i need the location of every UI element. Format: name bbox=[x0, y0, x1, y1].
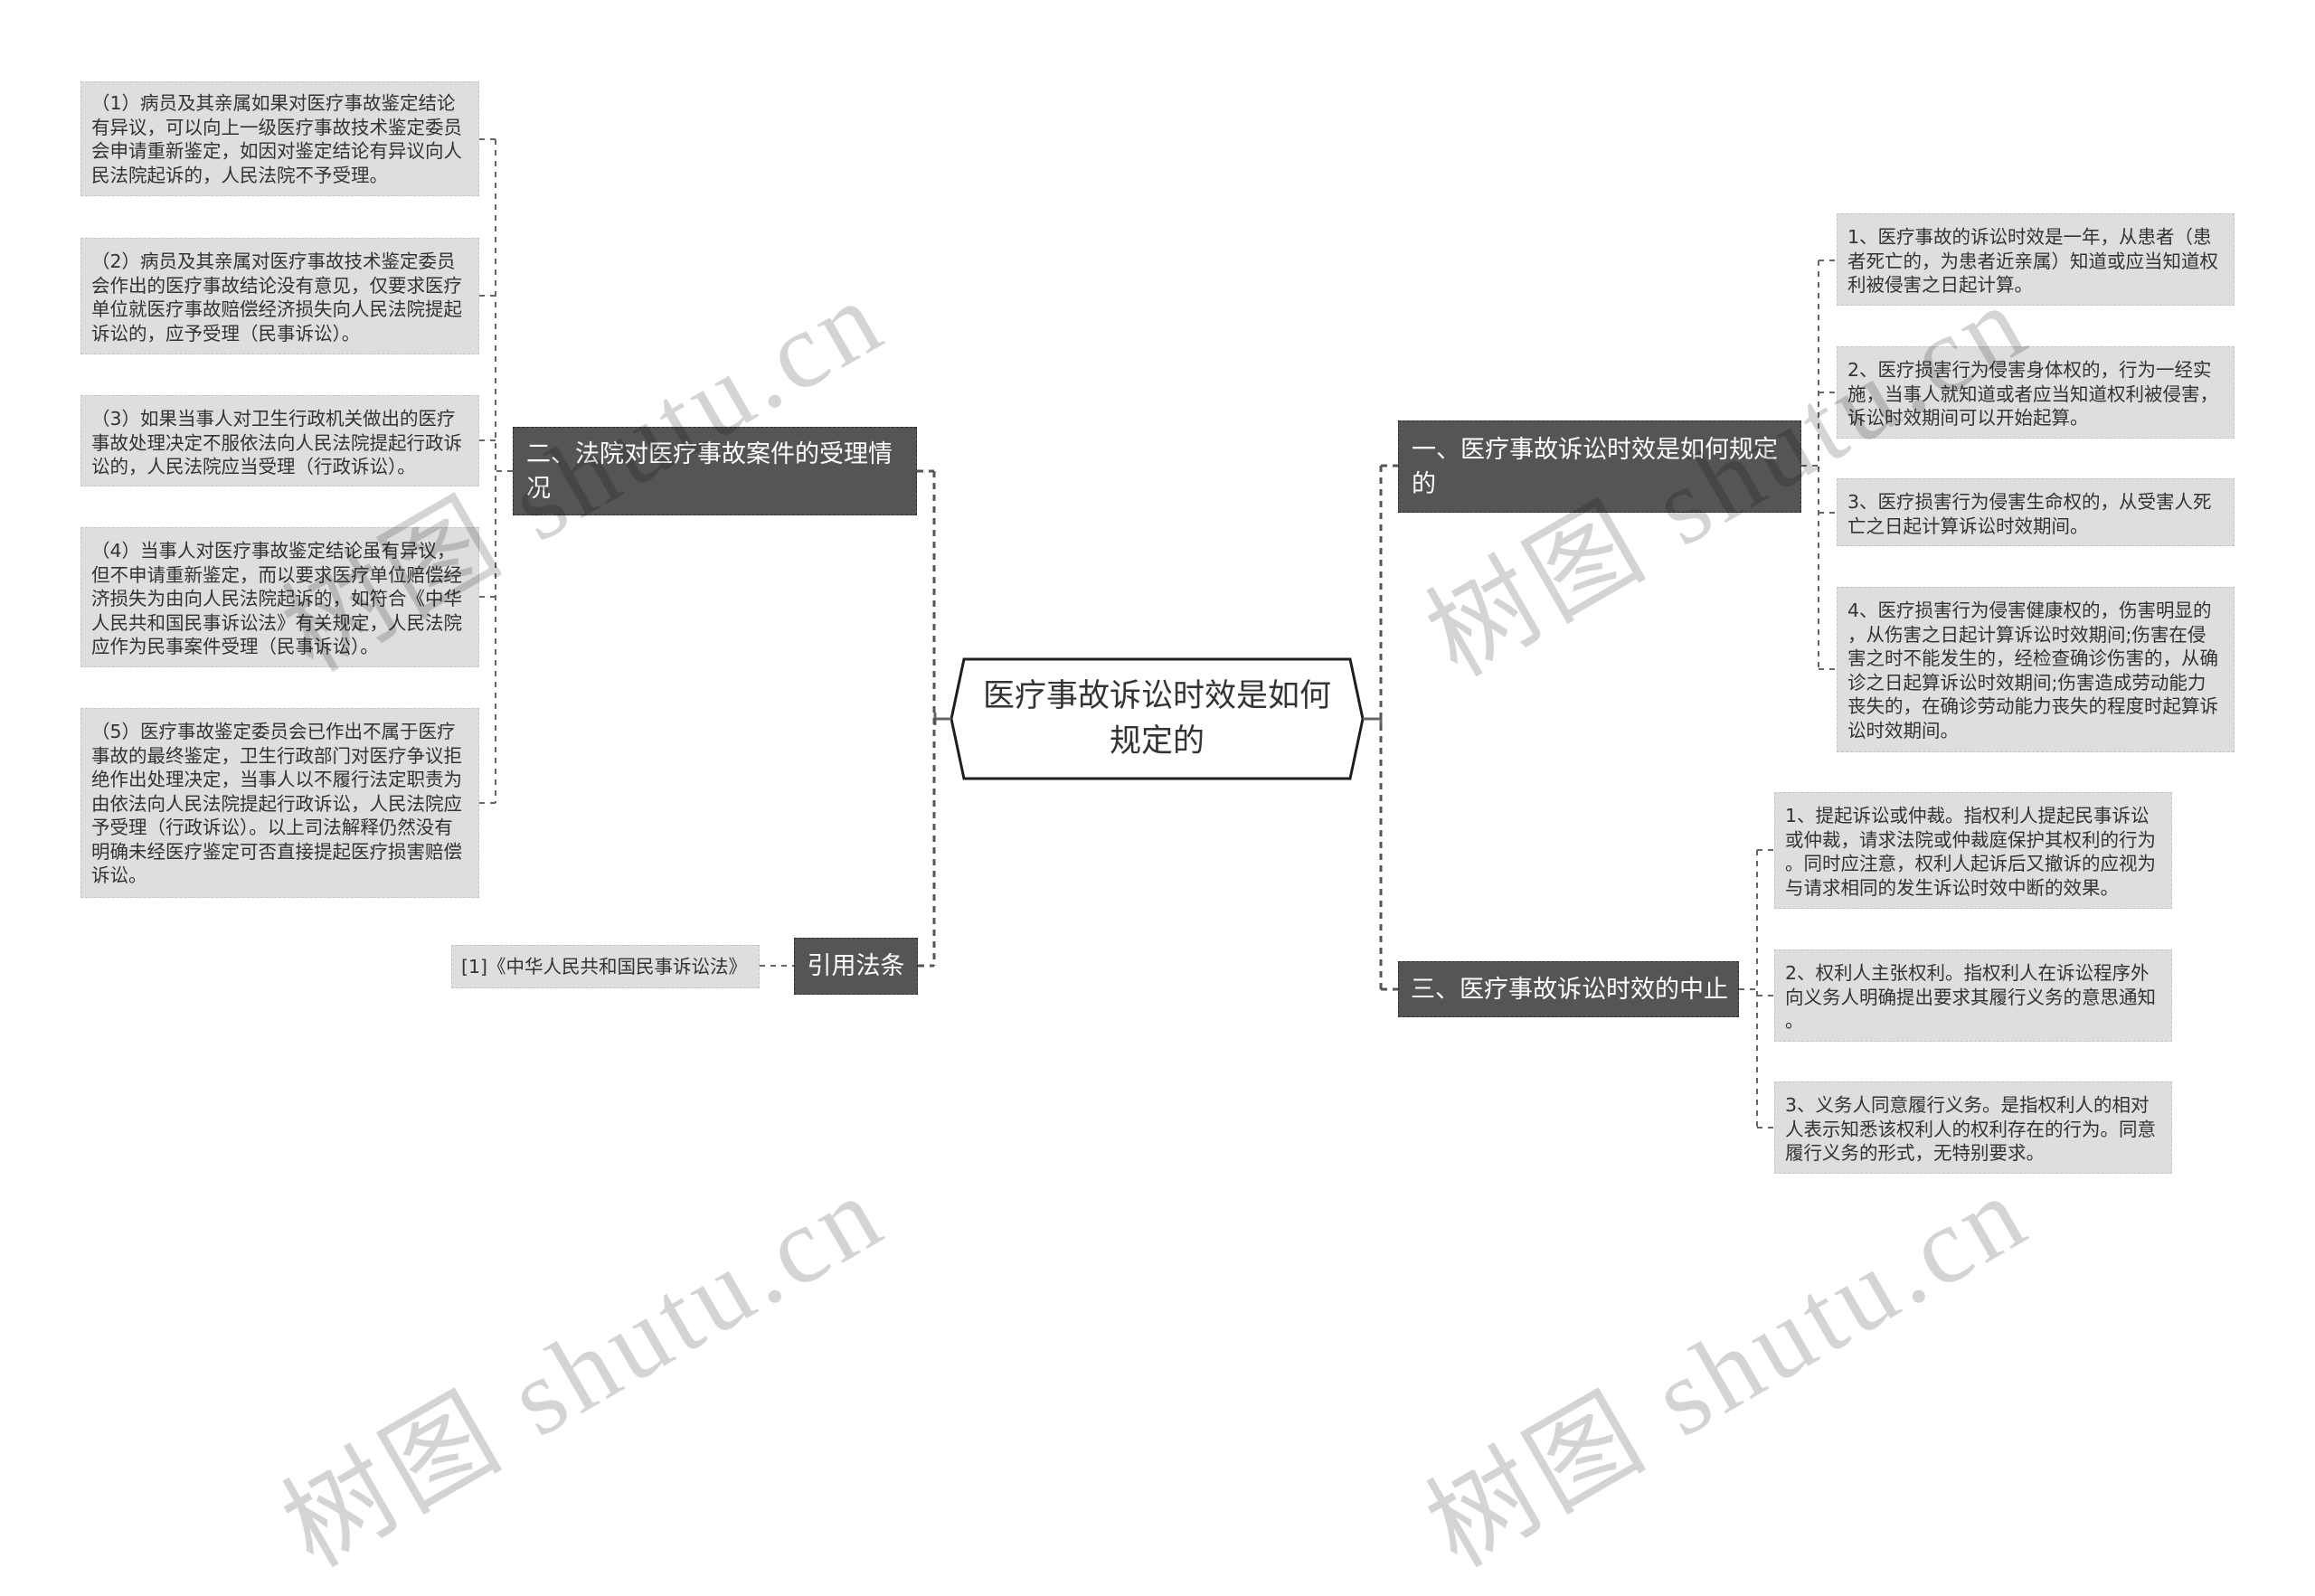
subtopic-line: （4）当事人对医疗事故鉴定结论虽有异议， bbox=[91, 540, 456, 562]
subtopic-line: 丧失的，在确诊劳动能力丧失的程度时起算诉 bbox=[1847, 695, 2218, 717]
subtopic-line: （3）如果当事人对卫生行政机关做出的医疗 bbox=[91, 408, 456, 430]
subtopic-line: 2、权利人主张权利。指权利人在诉讼程序外 bbox=[1785, 962, 2150, 984]
subtopic-line: 有异议，可以向上一级医疗事故技术鉴定委员 bbox=[91, 116, 462, 138]
subtopic-rule-3: 3、医疗损害行为侵害生命权的，从受害人死 亡之日起计算诉讼时效期间。 bbox=[1837, 478, 2235, 546]
subtopic-line: （5）医疗事故鉴定委员会已作出不属于医疗 bbox=[91, 721, 456, 742]
topic-label-line: 况 bbox=[526, 475, 551, 503]
subtopic-line: 向义务人明确提出要求其履行义务的意思通知 bbox=[1785, 986, 2156, 1008]
subtopic-line: 事故处理决定不服依法向人民法院提起行政诉 bbox=[91, 431, 462, 454]
topic-court-acceptance: 二、法院对医疗事故案件的受理情 况 bbox=[513, 427, 917, 515]
subtopic-line: 3、医疗损害行为侵害生命权的，从受害人死 bbox=[1847, 491, 2212, 513]
subtopic-line: （1）病员及其亲属如果对医疗事故鉴定结论 bbox=[91, 92, 456, 114]
subtopic-line: 1、医疗事故的诉讼时效是一年，从患者（患 bbox=[1847, 226, 2212, 248]
subtopic-line: 害之时不能发生的，经检查确诊伤害的，从确 bbox=[1847, 647, 2218, 669]
subtopic-line: （2）病员及其亲属对医疗事故技术鉴定委员 bbox=[91, 250, 456, 272]
topic-label: 引用法条 bbox=[807, 952, 905, 980]
subtopic-line: 明确未经医疗鉴定可否直接提起医疗损害赔偿 bbox=[91, 840, 462, 863]
subtopic-line: 3、义务人同意履行义务。是指权利人的相对 bbox=[1785, 1094, 2150, 1116]
central-topic-line: 医疗事故诉讼时效是如何 bbox=[982, 678, 1331, 714]
subtopic-line: 诊之日起算诉讼时效期间;伤害造成劳动能力 bbox=[1847, 671, 2206, 694]
subtopic-suspension-2: 2、权利人主张权利。指权利人在诉讼程序外 向义务人明确提出要求其履行义务的意思通… bbox=[1774, 949, 2172, 1042]
subtopic-court-item-3: （3）如果当事人对卫生行政机关做出的医疗 事故处理决定不服依法向人民法院提起行政… bbox=[80, 395, 479, 486]
subtopic-court-item-4: （4）当事人对医疗事故鉴定结论虽有异议， 但不申请重新鉴定，而以要求医疗单位赔偿… bbox=[80, 527, 479, 667]
subtopic-line: 事故的最终鉴定，卫生行政部门对医疗争议拒 bbox=[91, 744, 462, 767]
subtopic-line: 由依法向人民法院提起行政诉讼，人民法院应 bbox=[91, 792, 462, 815]
subtopic-line: 施，当事人就知道或者应当知道权利被侵害， bbox=[1847, 382, 2218, 405]
mind-map-canvas: 医疗事故诉讼时效是如何 规定的 二、法院对医疗事故案件的受理情 况 （1）病员及… bbox=[80, 81, 2235, 1589]
topic-limitation-suspension: 三、医疗事故诉讼时效的中止 bbox=[1398, 961, 1739, 1017]
subtopic-suspension-3: 3、义务人同意履行义务。是指权利人的相对 人表示知悉该权利人的权利存在的行为。同… bbox=[1774, 1081, 2172, 1174]
subtopic-line: 者死亡的，为患者近亲属）知道或应当知道权 bbox=[1847, 250, 2218, 272]
subtopic-line: 亡之日起计算诉讼时效期间。 bbox=[1847, 515, 2089, 537]
central-topic-line: 规定的 bbox=[1109, 723, 1205, 760]
topic-label-line: 三、医疗事故诉讼时效的中止 bbox=[1411, 976, 1728, 1004]
subtopic-line: 人民共和国民事诉讼法》有关规定，人民法院 bbox=[91, 611, 462, 634]
citation-text: [1]《中华人民共和国民事诉讼法》 bbox=[461, 956, 748, 977]
topic-label-line: 一、医疗事故诉讼时效是如何规定 bbox=[1412, 436, 1778, 464]
subtopic-rule-4: 4、医疗损害行为侵害健康权的，伤害明显的 ，从伤害之日起计算诉讼时效期间;伤害在… bbox=[1837, 587, 2235, 752]
subtopic-line: 会申请重新鉴定，如因对鉴定结论有异议向人 bbox=[91, 140, 462, 162]
subtopic-line: 济损失为由向人民法院起诉的，如符合《中华 bbox=[91, 588, 462, 609]
subtopic-line: 。同时应注意，权利人起诉后又撤诉的应视为 bbox=[1785, 853, 2156, 874]
subtopic-court-item-2: （2）病员及其亲属对医疗事故技术鉴定委员 会作出的医疗事故结论没有意见，仅要求医… bbox=[80, 238, 479, 354]
subtopic-court-item-1: （1）病员及其亲属如果对医疗事故鉴定结论 有异议，可以向上一级医疗事故技术鉴定委… bbox=[80, 81, 479, 196]
subtopic-line: 与请求相同的发生诉讼时效中断的效果。 bbox=[1785, 876, 2119, 899]
subtopic-line: 或仲裁，请求法院或仲裁庭保护其权利的行为 bbox=[1785, 828, 2156, 851]
subtopic-line: ，从伤害之日起计算诉讼时效期间;伤害在侵 bbox=[1847, 623, 2206, 646]
subtopic-line: 诉讼。 bbox=[91, 864, 147, 886]
topic-cited-laws: 引用法条 bbox=[794, 938, 918, 995]
subtopic-line: 。 bbox=[1785, 1010, 1804, 1032]
subtopic-line: 履行义务的形式，无特别要求。 bbox=[1785, 1142, 2045, 1164]
subtopic-court-item-5: （5）医疗事故鉴定委员会已作出不属于医疗 事故的最终鉴定，卫生行政部门对医疗争议… bbox=[80, 708, 479, 898]
subtopic-suspension-1: 1、提起诉讼或仲裁。指权利人提起民事诉讼 或仲裁，请求法院或仲裁庭保护其权利的行… bbox=[1774, 792, 2172, 909]
central-topic: 医疗事故诉讼时效是如何 规定的 bbox=[964, 674, 1350, 764]
connector-lines bbox=[479, 138, 1837, 1129]
subtopic-line: 绝作出处理决定，当事人以不履行法定职责为 bbox=[91, 769, 462, 790]
subtopic-line: 诉讼的，应予受理（民事诉讼）。 bbox=[91, 322, 361, 345]
subtopic-line: 2、医疗损害行为侵害身体权的，行为一经实 bbox=[1847, 359, 2212, 381]
subtopic-rule-2: 2、医疗损害行为侵害身体权的，行为一经实 施，当事人就知道或者应当知道权利被侵害… bbox=[1837, 346, 2235, 439]
subtopic-line: 1、提起诉讼或仲裁。指权利人提起民事诉讼 bbox=[1785, 805, 2150, 826]
topic-limitation-rules: 一、医疗事故诉讼时效是如何规定 的 bbox=[1398, 420, 1801, 513]
topic-label-line: 的 bbox=[1412, 470, 1436, 498]
subtopic-line: 讼的，人民法院应当受理（行政诉讼）。 bbox=[91, 456, 416, 477]
subtopic-line: 但不申请重新鉴定，而以要求医疗单位赔偿经 bbox=[91, 563, 462, 586]
subtopic-rule-1: 1、医疗事故的诉讼时效是一年，从患者（患 者死亡的，为患者近亲属）知道或应当知道… bbox=[1837, 213, 2235, 306]
subtopic-line: 予受理（行政诉讼）。以上司法解释仍然没有 bbox=[91, 817, 453, 838]
subtopic-line: 会作出的医疗事故结论没有意见，仅要求医疗 bbox=[91, 274, 462, 297]
subtopic-line: 单位就医疗事故赔偿经济损失向人民法院提起 bbox=[91, 298, 462, 320]
subtopic-line: 诉讼时效期间可以开始起算。 bbox=[1847, 407, 2089, 429]
subtopic-line: 讼时效期间。 bbox=[1847, 719, 1959, 741]
topic-label-line: 二、法院对医疗事故案件的受理情 bbox=[526, 440, 893, 468]
subtopic-line: 4、医疗损害行为侵害健康权的，伤害明显的 bbox=[1847, 600, 2212, 621]
subtopic-citation-1: [1]《中华人民共和国民事诉讼法》 bbox=[451, 945, 760, 988]
subtopic-line: 人表示知悉该权利人的权利存在的行为。同意 bbox=[1785, 1118, 2156, 1140]
subtopic-line: 应作为民事案件受理（民事诉讼）。 bbox=[91, 636, 379, 657]
subtopic-line: 民法院起诉的，人民法院不予受理。 bbox=[91, 164, 388, 186]
subtopic-line: 利被侵害之日起计算。 bbox=[1847, 274, 2033, 296]
